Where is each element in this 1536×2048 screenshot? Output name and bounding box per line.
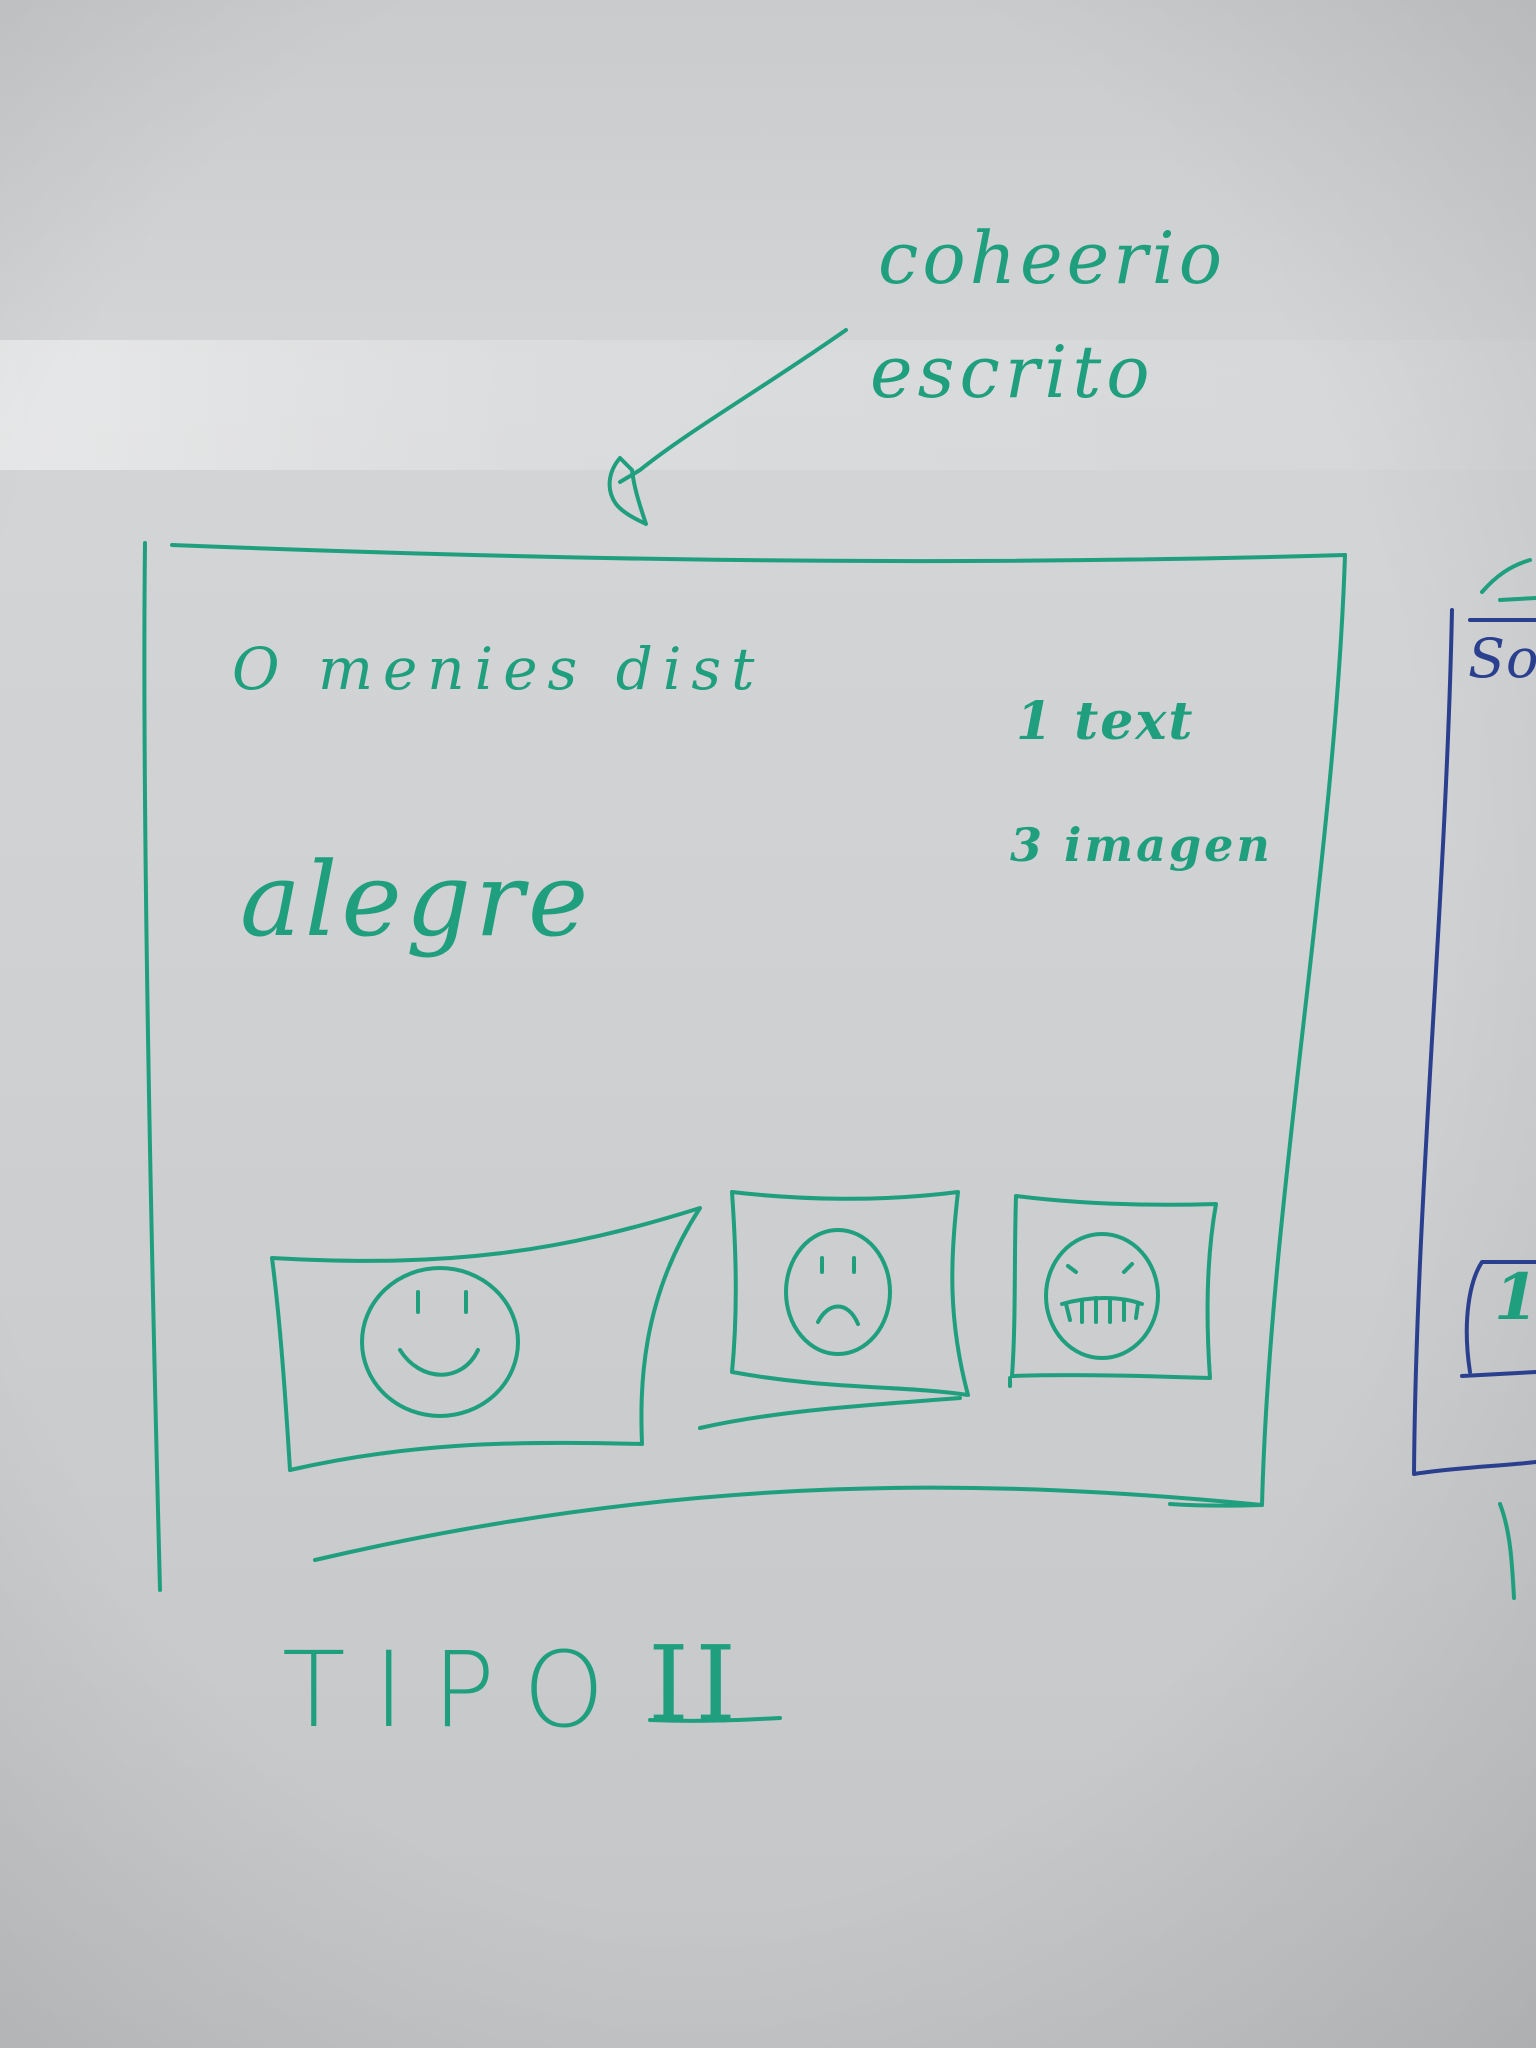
caption-underline xyxy=(648,1716,782,1723)
frame-caption: TIPO xyxy=(282,1629,633,1751)
right-edge-fragment-2: 1 xyxy=(1494,1260,1536,1335)
image-panel-3 xyxy=(1008,1194,1218,1388)
frame-caption-numeral: II xyxy=(648,1623,743,1745)
right-edge-fragment-1: So xyxy=(1468,627,1536,690)
frame-main-word: alegre xyxy=(240,841,593,960)
sad-face-icon xyxy=(784,1228,892,1356)
partial-caption-stroke xyxy=(1498,1502,1516,1600)
arrow-icon xyxy=(607,328,848,526)
spec-text-count: 1 text xyxy=(1016,691,1195,752)
top-note-line-1: coheerio xyxy=(878,216,1227,300)
image-panel-1 xyxy=(270,1206,702,1472)
image-panel-2 xyxy=(698,1190,970,1430)
spec-image-count: 3 imagen xyxy=(1010,818,1273,872)
partial-frame-right xyxy=(1412,608,1536,1476)
screen-frame xyxy=(142,541,1347,1592)
grimacing-face-icon xyxy=(1044,1232,1160,1360)
happy-face-icon xyxy=(360,1266,520,1418)
frame-heading: O menies dist xyxy=(232,635,765,703)
top-note-line-2: escrito xyxy=(870,330,1155,414)
partial-arrow-right xyxy=(1480,558,1536,602)
